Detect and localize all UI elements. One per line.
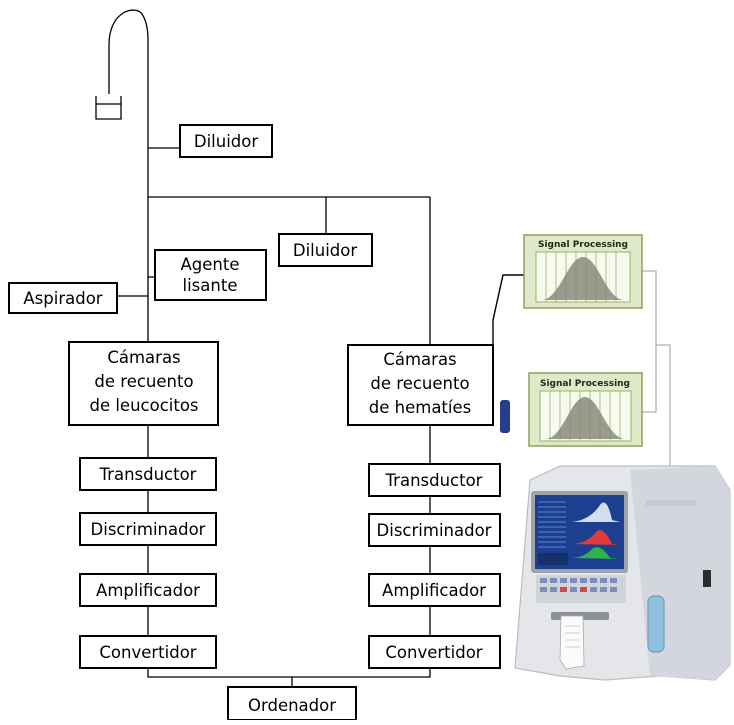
connectors: [108, 9, 671, 687]
discriminador-left-label: Discriminador: [91, 520, 206, 539]
node-aspirador: Aspirador: [8, 282, 118, 314]
signal-panel-top: Signal Processing: [523, 234, 643, 309]
connector-tab: [500, 400, 510, 433]
screen-content: [538, 501, 620, 565]
printer-paper: [559, 615, 585, 670]
keypad: [536, 575, 626, 603]
line-to-machine: [656, 344, 671, 470]
node-diluidor-1: Diluidor: [179, 124, 273, 158]
signal-curve-bottom: [546, 397, 625, 439]
node-convertidor-right: Convertidor: [368, 635, 501, 669]
brand-strip: [646, 500, 696, 506]
camaras-leucocitos-line-2: de recuento: [94, 372, 193, 391]
convertidor-right-label: Convertidor: [385, 643, 482, 662]
node-camaras-hematies: Cámaras de recuento de hematíes: [347, 344, 494, 426]
merge-line: [147, 668, 431, 678]
line-to-signal-panel-top: [492, 274, 524, 345]
node-agente-lisante: Agente lisante: [154, 249, 267, 301]
signal-panel-bottom: Signal Processing: [528, 372, 643, 447]
amplificador-left-label: Amplificador: [96, 581, 200, 600]
discriminador-right-label: Discriminador: [377, 521, 492, 540]
camaras-hematies-line-1: Cámaras: [383, 350, 456, 369]
node-camaras-leucocitos: Cámaras de recuento de leucocitos: [68, 341, 219, 426]
node-diluidor-2: Diluidor: [278, 233, 373, 267]
camaras-hematies-line-3: de hematíes: [369, 398, 471, 417]
signal-curve-top: [542, 257, 624, 300]
sample-tube-icon: [95, 96, 122, 120]
node-amplificador-right: Amplificador: [368, 573, 501, 607]
side-vent: [703, 570, 711, 587]
node-ordenador: Ordenador: [227, 686, 357, 721]
node-transductor-right: Transductor: [368, 463, 501, 497]
convertidor-left-label: Convertidor: [99, 643, 196, 662]
hematology-analyzer-image: [514, 465, 731, 681]
camaras-hematies-line-2: de recuento: [370, 374, 469, 393]
transductor-left-label: Transductor: [99, 465, 197, 484]
bracket-signal-panels: [642, 270, 657, 413]
camaras-leucocitos-line-1: Cámaras: [107, 348, 180, 367]
sample-tube-line: [108, 9, 149, 342]
node-discriminador-left: Discriminador: [79, 512, 217, 546]
signal-panel-top-title: Signal Processing: [538, 240, 628, 250]
transductor-right-label: Transductor: [385, 471, 483, 490]
ordenador-label: Ordenador: [248, 696, 336, 715]
signal-panel-bottom-title: Signal Processing: [540, 379, 630, 389]
diluidor-1-label: Diluidor: [194, 132, 258, 151]
amplificador-right-label: Amplificador: [382, 581, 486, 600]
node-amplificador-left: Amplificador: [79, 573, 217, 607]
agente-lisante-line-2: lisante: [183, 276, 238, 295]
sample-probe: [647, 595, 665, 653]
node-convertidor-left: Convertidor: [79, 635, 217, 669]
node-transductor-left: Transductor: [79, 457, 217, 491]
node-discriminador-right: Discriminador: [368, 513, 501, 547]
agente-lisante-line-1: Agente: [181, 255, 240, 274]
aspirador-label: Aspirador: [23, 289, 102, 308]
diluidor-2-label: Diluidor: [293, 241, 357, 260]
camaras-leucocitos-line-3: de leucocitos: [89, 396, 198, 415]
